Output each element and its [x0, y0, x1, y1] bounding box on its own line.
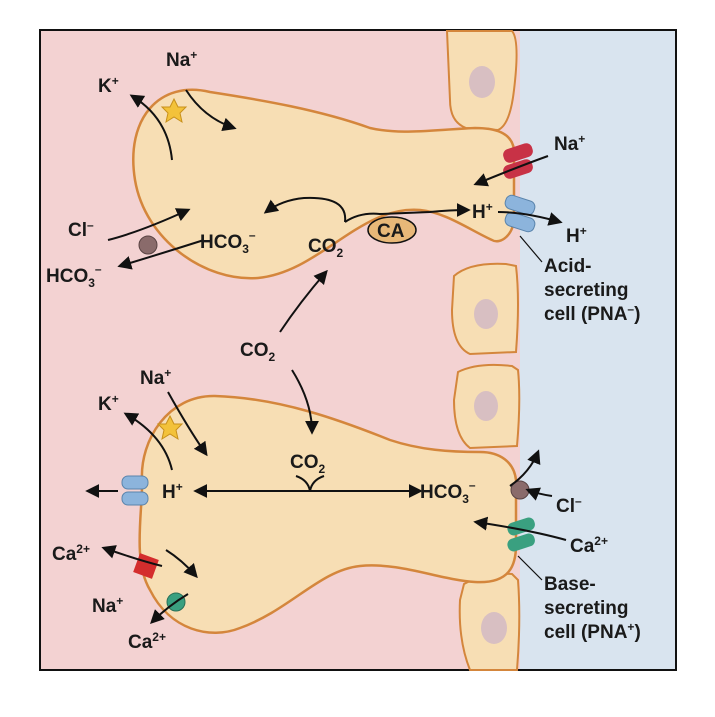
label-k-bottom: K+	[98, 392, 119, 415]
label-ca-in: Ca2+	[128, 630, 166, 653]
label-ca-lumen: Ca2+	[570, 534, 608, 557]
label-na-lumen: Na+	[554, 132, 585, 155]
label-na-in: Na+	[92, 594, 123, 617]
label-co2-middle: CO2	[240, 340, 276, 364]
base-secreting-cell	[138, 394, 518, 634]
label-h-bottom: H+	[162, 480, 183, 503]
label-ca-out: Ca2+	[52, 542, 90, 565]
label-na-bottom: Na+	[140, 366, 171, 389]
cl-hco3-exchanger-top	[138, 235, 158, 255]
label-hco3-in-top: HCO3–	[200, 228, 256, 256]
lumen-background	[520, 30, 676, 670]
na-k-pump-bottom	[156, 414, 184, 441]
base-cell-label-line3: cell (PNA+)	[544, 620, 641, 643]
label-h-lumen: H+	[566, 224, 587, 247]
label-k-top: K+	[98, 74, 119, 97]
base-cell-label-line2: secreting	[544, 598, 628, 619]
base-cell-label-line1: Base-	[544, 574, 596, 595]
label-co2-top: CO2	[308, 236, 344, 260]
label-co2-bottom: CO2	[290, 452, 326, 476]
label-carbonic-anhydrase: CA	[377, 221, 405, 242]
acid-secreting-cell	[132, 88, 516, 280]
label-hco3-out-top: HCO3–	[46, 262, 102, 290]
acid-cell-label-line2: secreting	[544, 280, 628, 301]
diagram-frame	[39, 29, 677, 671]
label-cl-bottom: Cl–	[556, 494, 582, 517]
h-pump-basolateral	[121, 475, 149, 506]
label-na-top: Na+	[166, 48, 197, 71]
h-pump-apical	[504, 194, 536, 233]
label-cl-top: Cl–	[68, 218, 94, 241]
ca-channel-lumen	[507, 517, 535, 552]
label-hco3-bottom: HCO3–	[420, 478, 476, 506]
neighbor-nuclei	[469, 66, 507, 644]
label-h-top: H+	[472, 200, 493, 223]
na-k-pump-top	[160, 97, 188, 124]
acid-cell-label-line3: cell (PNA–)	[544, 302, 640, 325]
carbonic-anhydrase-ellipse	[367, 216, 417, 244]
acid-cell-pointer	[519, 235, 543, 263]
acid-cell-label-line1: Acid-	[544, 256, 592, 277]
flux-arrows	[85, 89, 567, 624]
base-cell-pointer	[517, 555, 543, 581]
